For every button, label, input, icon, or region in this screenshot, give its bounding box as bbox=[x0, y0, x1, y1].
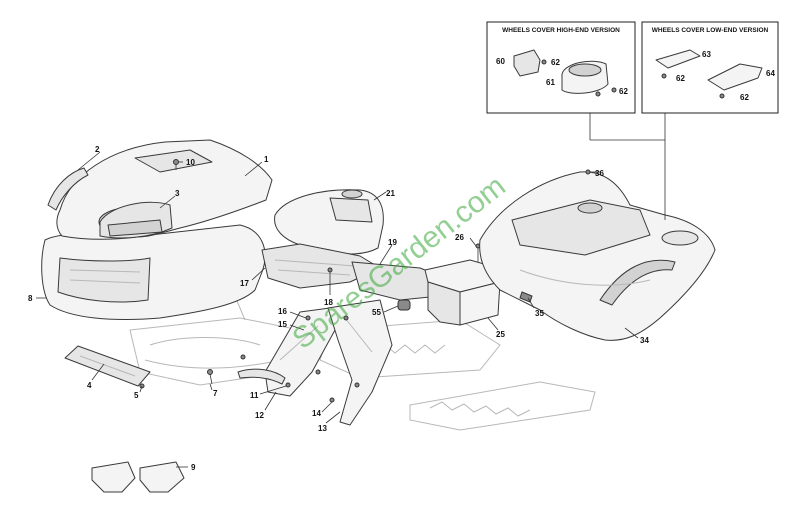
callout-55: 55 bbox=[372, 308, 381, 317]
detail-box-low-end bbox=[641, 21, 779, 114]
rear-body bbox=[479, 171, 716, 341]
front-lower-body bbox=[41, 224, 266, 320]
callout-61: 61 bbox=[546, 78, 555, 87]
floor-mats bbox=[91, 461, 185, 493]
callout-62-c: 62 bbox=[676, 74, 685, 83]
callout-34: 34 bbox=[640, 336, 649, 345]
callout-62-d: 62 bbox=[740, 93, 749, 102]
right-mid-panel bbox=[327, 299, 393, 426]
detail-box-high-end bbox=[486, 21, 636, 114]
callout-64: 64 bbox=[766, 69, 775, 78]
callout-15: 15 bbox=[278, 320, 287, 329]
leader-lines bbox=[36, 113, 666, 468]
callout-26: 26 bbox=[455, 233, 464, 242]
callout-10: 10 bbox=[186, 158, 195, 167]
callout-14: 14 bbox=[312, 409, 321, 418]
callout-3: 3 bbox=[175, 189, 180, 198]
low-end-box-title: WHEELS COVER LOW-END VERSION bbox=[652, 27, 769, 34]
rear-top-cover bbox=[274, 189, 384, 255]
callout-4: 4 bbox=[87, 381, 92, 390]
callout-35: 35 bbox=[535, 309, 544, 318]
clip-55 bbox=[397, 299, 411, 311]
callout-2: 2 bbox=[95, 145, 100, 154]
callout-8: 8 bbox=[28, 294, 33, 303]
callout-11: 11 bbox=[250, 391, 259, 400]
callout-62-a: 62 bbox=[551, 58, 560, 67]
screw-36 bbox=[585, 169, 591, 175]
headlight-trim bbox=[47, 167, 89, 211]
callout-16: 16 bbox=[278, 307, 287, 316]
callout-1: 1 bbox=[264, 155, 269, 164]
callout-21: 21 bbox=[386, 189, 395, 198]
callout-5: 5 bbox=[134, 391, 139, 400]
callout-62-b: 62 bbox=[619, 87, 628, 96]
callout-13: 13 bbox=[318, 424, 327, 433]
fasteners bbox=[207, 267, 360, 403]
callout-19: 19 bbox=[388, 238, 397, 247]
callout-12: 12 bbox=[255, 411, 264, 420]
callout-17: 17 bbox=[240, 279, 249, 288]
dashboard-insert bbox=[99, 201, 173, 239]
callout-25: 25 bbox=[496, 330, 505, 339]
high-end-box-title: WHEELS COVER HIGH-END VERSION bbox=[502, 27, 620, 34]
callout-63: 63 bbox=[702, 50, 711, 59]
callout-60: 60 bbox=[496, 57, 505, 66]
callout-9: 9 bbox=[191, 463, 196, 472]
left-mid-panel bbox=[237, 307, 336, 397]
callout-36: 36 bbox=[595, 169, 604, 178]
plate-4 bbox=[64, 345, 151, 389]
callout-7: 7 bbox=[213, 389, 218, 398]
callout-18: 18 bbox=[324, 298, 333, 307]
